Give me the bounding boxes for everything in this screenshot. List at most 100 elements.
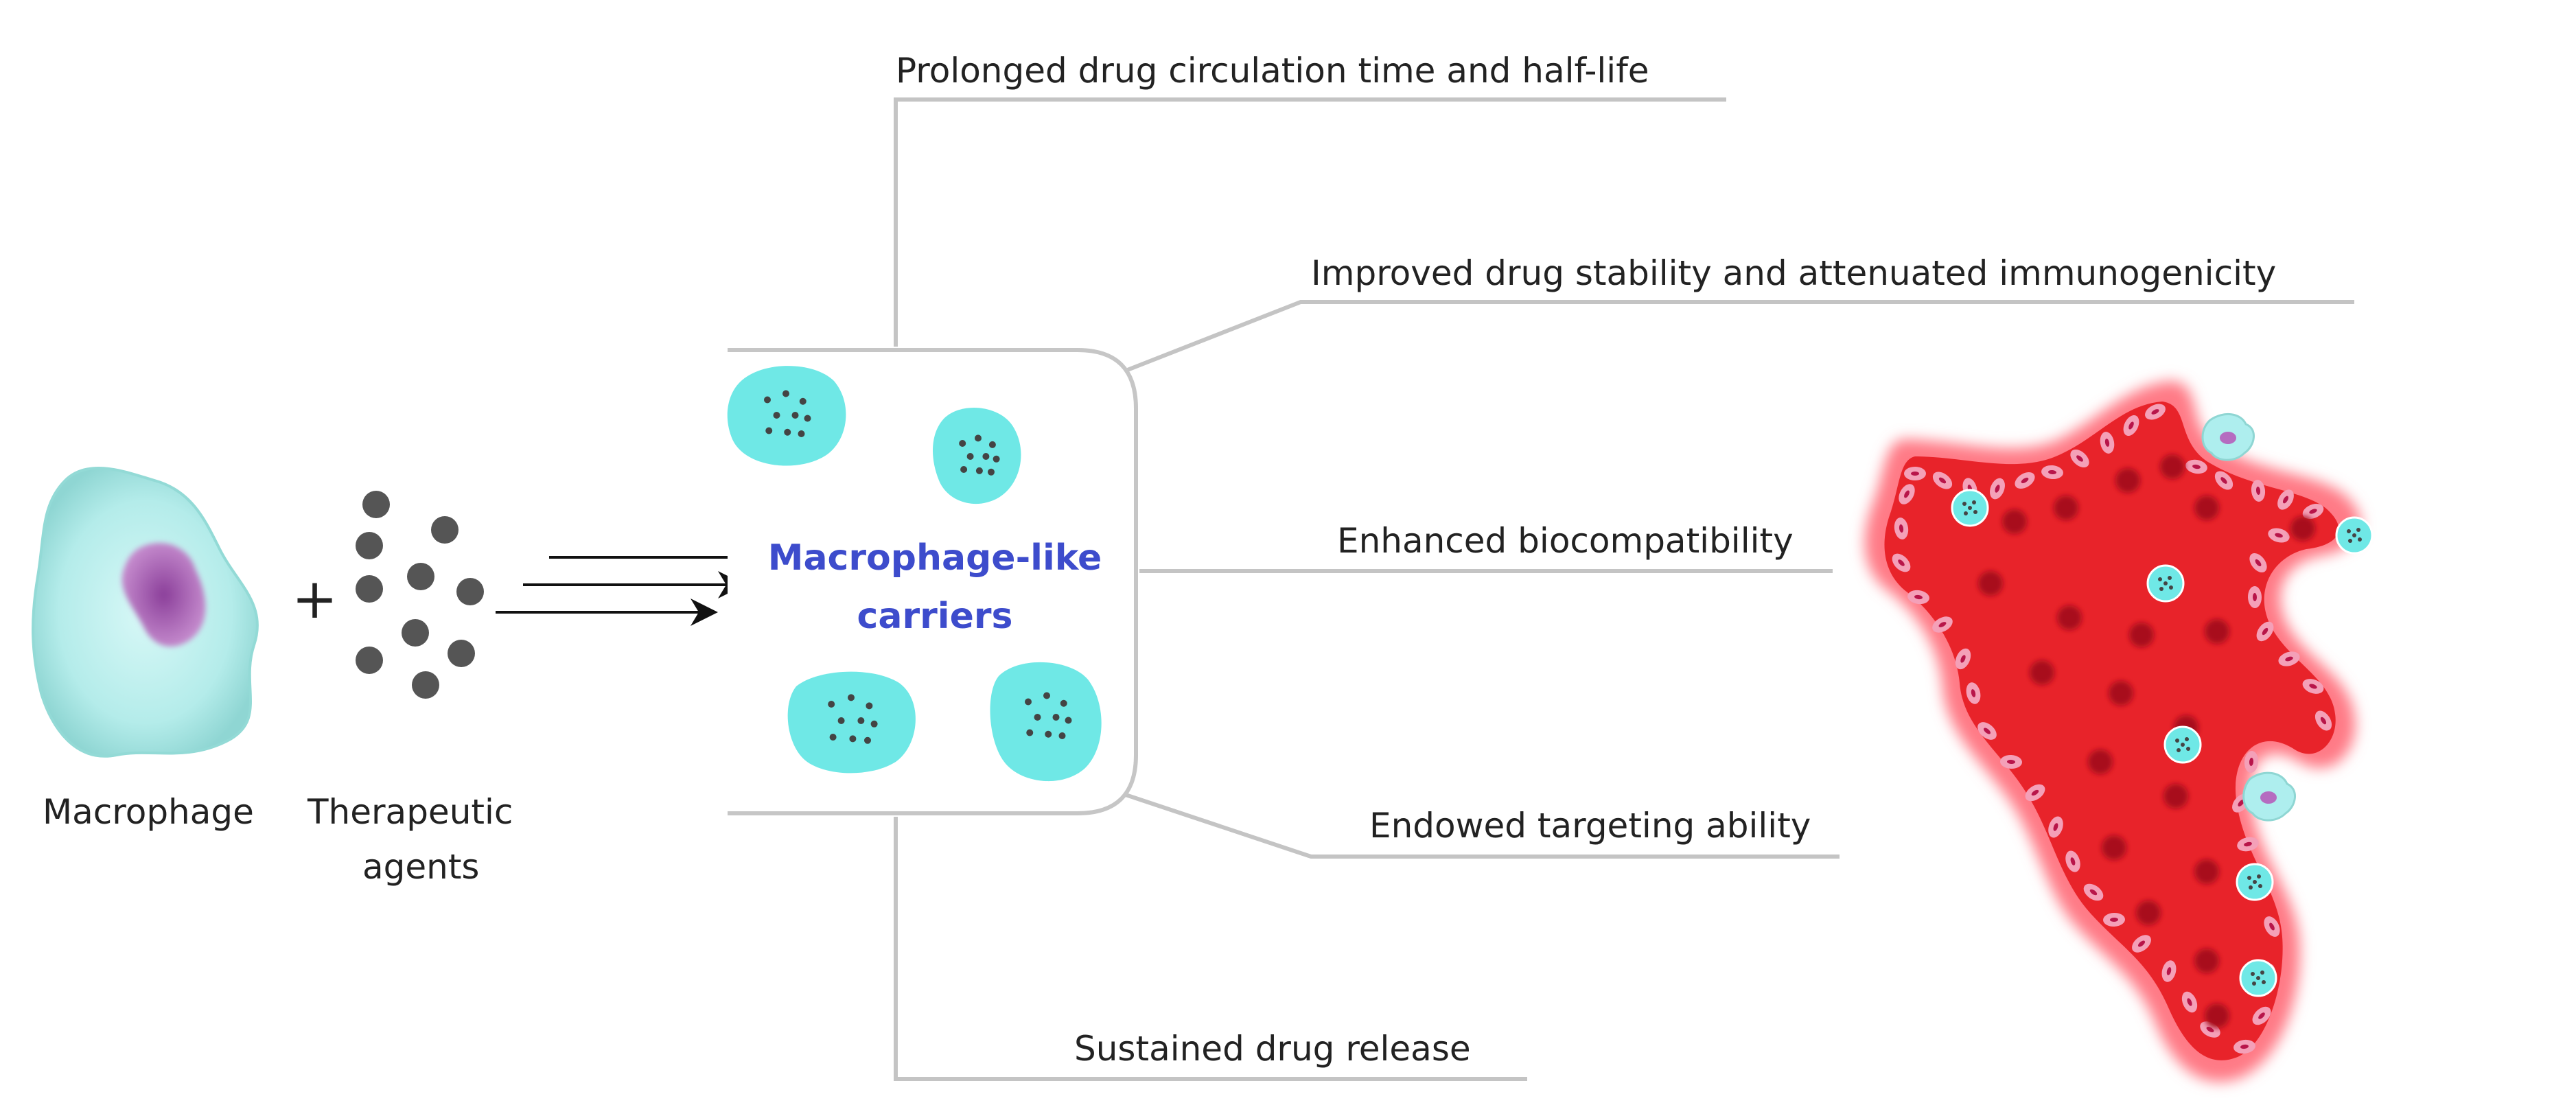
tumor-dark-cell [1978,571,2003,596]
vessel-cell-nucleus [2070,857,2076,865]
drug-dot [798,430,805,437]
vessel-cell-nucleus [2192,464,2201,469]
vessel-cell-nucleus [2166,967,2172,975]
benefit-targeting: Endowed targeting ability [1369,806,1811,846]
vessel-cell-nucleus [2258,1012,2265,1019]
tumor-carrier-dot [1973,510,1977,514]
carrier-title-line2: carriers [857,596,1013,637]
agent-dot [407,563,434,590]
drug-dot [1034,714,1041,721]
drug-dot [804,415,811,422]
vessel-cell-nucleus [2244,841,2252,847]
tumor-carrier-dot [2168,576,2172,580]
drug-dot [857,717,865,724]
agent-dot [456,578,484,605]
drug-dot [982,453,990,460]
tumor-dark-cell [2109,681,2133,706]
tumor-macrophage-1 [2201,412,2255,461]
drug-dot [791,412,799,419]
tumor-dark-cell [2163,784,2188,809]
leader-line-release [894,817,1527,1081]
drug-dot [966,453,974,460]
vessel-cell-nucleus [2275,533,2283,538]
agent-dot [412,671,439,699]
tumor-carrier-dot [2159,587,2163,591]
drug-dot [849,735,857,743]
vessel-cell-nucleus [2137,940,2146,947]
benefit-circulation: Prolonged drug circulation time and half… [896,51,1649,91]
tumor-tissue [1864,381,2374,1082]
leader-line-targeting [1125,793,1840,859]
vessel-cell-nucleus [2104,439,2110,447]
vessel-cell-nucleus [1898,559,1905,566]
vessel-cell-nucleus [1938,477,1947,484]
vessel-cell-nucleus [1995,485,2000,493]
tumor-carrier-dot [2249,885,2253,890]
tumor-dark-cell [2030,660,2054,685]
leader-line-circulation [894,97,1726,347]
agent-dot [431,516,459,544]
macrophage-nucleus [121,543,206,647]
tumor-carrier-dot [2175,739,2179,743]
tumor-dark-cell [2290,516,2315,541]
tumor-dark-cell [2194,859,2219,884]
vessel-cell-nucleus [2128,421,2134,430]
drug-dot [829,734,837,741]
drug-dot [799,397,807,405]
tumor-dark-cell [2054,496,2078,520]
carrier-title-line1: Macrophage-like [768,537,1102,579]
drug-dot [1043,692,1050,699]
agent-dot [356,647,383,674]
tumor-carrier-dot [2253,880,2257,884]
tumor-carrier-dot [2347,529,2351,533]
drug-dot [828,701,835,708]
drug-dot [988,441,996,448]
tumor-dark-cell [2194,496,2219,520]
vessel-cell-nucleus [1938,622,1947,627]
vessel-cell-nucleus [2007,759,2015,765]
tumor-dark-cell [2129,623,2154,647]
drug-dot [773,412,780,419]
vessel-cell-nucleus [2048,469,2056,475]
carrier-particle-2 [932,407,1021,504]
vessel-cell-nucleus [2285,656,2293,662]
tumor-dark-cell [2057,605,2082,630]
vessel-cell-nucleus [2320,717,2327,725]
tumor-carrier-dot [1972,500,1976,504]
tumor-carrier-dot [2252,981,2256,986]
agent-dot [402,619,429,647]
tumor-carrier-dot [2181,743,2185,747]
tumor-dark-cell [2194,949,2219,973]
leader-line-stability [1124,300,2354,373]
drug-dot [959,440,966,447]
vessel-cell-nucleus [2021,477,2029,484]
vessel-cell-nucleus [2238,800,2244,806]
benefit-stability: Improved drug stability and attenuated i… [1311,253,2276,293]
drug-dot [960,466,968,473]
vessel-cell-nucleus [2110,917,2118,922]
tumor-carrier-dot [2169,585,2173,590]
tumor-carrier-particles [1951,489,2374,997]
tumor-carrier-dot [2352,533,2356,537]
tumor-dark-cell [2115,468,2140,493]
vessel-cell-nucleus [2220,477,2227,484]
tumor-carrier-dot [2186,747,2190,751]
agent-dot [448,640,475,667]
vessel-cell-nucleus [2151,409,2159,415]
tumor-carrier-dot [2251,972,2255,976]
carrier-particle-3 [787,671,916,774]
tumor-carrier-dot [2185,737,2189,741]
vessel-cell-nucleus [2031,789,2039,796]
tumor-dark-cell [2002,509,2027,534]
tumor-dark-cell [2136,900,2161,925]
tumor-carrier-dot [2158,577,2162,581]
tumor-dark-cell [2160,454,2185,479]
drug-dot [1025,698,1032,706]
drug-dot [782,390,789,397]
drug-dot [1045,730,1052,738]
drug-dot [1026,729,1034,736]
vessel-cell-nucleus [1971,689,1976,697]
vessel-cell-nucleus [1914,594,1923,600]
benefit-leader-lines [894,97,2354,1081]
